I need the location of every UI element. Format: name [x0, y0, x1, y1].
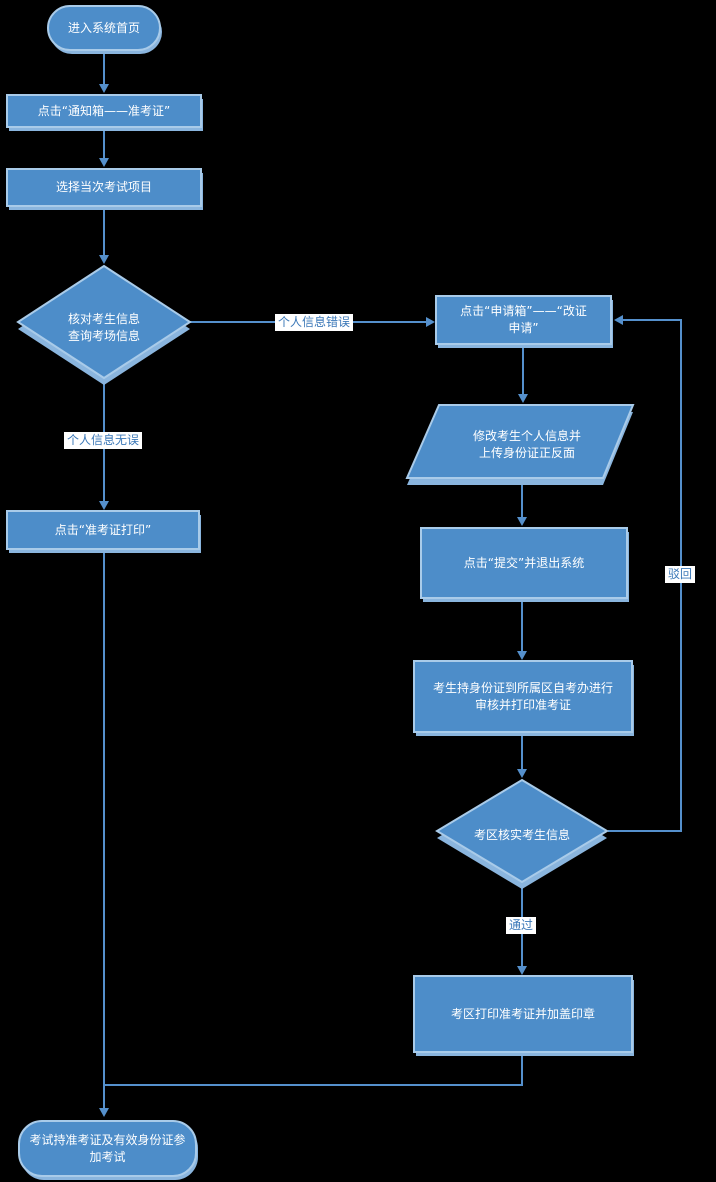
flow-node-verify-info-label: 核对考生信息 查询考场信息 — [67, 312, 140, 343]
flow-node-end: 考试持准考证及有效身份证参 加考试 — [18, 1120, 197, 1177]
flow-node-click-notice-box-label: 点击“通知箱——准考证” — [37, 103, 171, 118]
flow-node-district-verify-label: 考区核实考生信息 — [473, 827, 570, 842]
flow-node-modify-info-data: 修改考生个人信息并 上传身份证正反面 — [403, 402, 651, 488]
flow-node-district-print-label: 考区打印准考证并加盖印章 — [450, 1006, 595, 1021]
flow-node-district-verify-decision: 考区核实考生信息 — [435, 778, 609, 892]
flow-node-select-exam: 选择当次考试项目 — [6, 168, 202, 207]
edge-label-pass: 通过 — [506, 917, 537, 934]
edge-label-reject: 驳回 — [665, 566, 696, 583]
flow-node-verify-info-decision: 核对考生信息 查询考场信息 — [16, 264, 192, 392]
flow-node-start: 进入系统首页 — [47, 5, 161, 51]
diamond-shape — [435, 778, 609, 889]
flow-node-click-apply-box: 点击“申请箱”——“改证 申请” — [435, 295, 612, 345]
flow-node-print-ticket-label: 点击“准考证打印” — [54, 522, 152, 537]
flow-node-onsite-review: 考生持身份证到所属区自考办进行 审核并打印准考证 — [413, 660, 633, 733]
flow-node-click-apply-box-label: 点击“申请箱”——“改证 申请” — [460, 304, 587, 335]
edge-label-info-error: 个人信息错误 — [275, 314, 354, 331]
flow-node-district-print: 考区打印准考证并加盖印章 — [413, 975, 633, 1053]
edge-label-info-ok: 个人信息无误 — [64, 432, 143, 449]
diamond-shape — [16, 264, 192, 385]
flow-node-start-label: 进入系统首页 — [67, 20, 140, 35]
flow-node-select-exam-label: 选择当次考试项目 — [55, 180, 152, 194]
flow-node-click-notice-box: 点击“通知箱——准考证” — [6, 94, 202, 128]
flow-node-submit-exit: 点击“提交”并退出系统 — [420, 527, 628, 599]
flow-node-print-ticket: 点击“准考证打印” — [6, 510, 200, 550]
flow-node-submit-exit-label: 点击“提交”并退出系统 — [463, 555, 585, 570]
flow-node-onsite-review-label: 考生持身份证到所属区自考办进行 审核并打印准考证 — [432, 680, 613, 712]
parallelogram-shape — [405, 404, 635, 485]
arrowheads — [99, 84, 623, 1117]
flow-node-end-label: 考试持准考证及有效身份证参 加考试 — [29, 1132, 186, 1164]
flow-node-modify-info-label: 修改考生个人信息并 上传身份证正反面 — [472, 429, 581, 460]
